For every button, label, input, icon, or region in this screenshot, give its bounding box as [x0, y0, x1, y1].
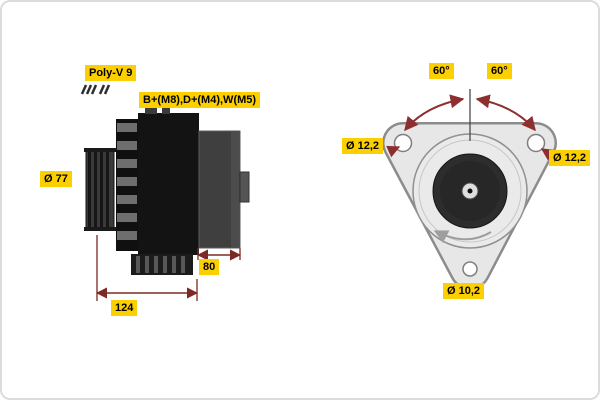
- front-fins: [116, 119, 138, 251]
- rear-housing: [198, 130, 250, 249]
- label-dim-124: 124: [111, 300, 138, 316]
- pulley: [84, 148, 116, 231]
- angle-arc-right: [475, 94, 536, 132]
- label-hole-bottom: Ø 10,2: [443, 283, 485, 299]
- label-angle-right: 60°: [487, 63, 512, 79]
- side-view: [80, 84, 250, 301]
- mounting-hole-bottom: [462, 261, 478, 277]
- dimension-length-124: [95, 235, 199, 301]
- poly-v-icon: [80, 84, 111, 95]
- mounting-hole-right: [526, 133, 546, 153]
- angle-arc-left: [404, 94, 465, 132]
- rear-connector: [239, 171, 250, 203]
- alternator-body: [138, 106, 199, 255]
- terminal-stud: [162, 108, 170, 114]
- dimension-rear-80: [196, 248, 242, 261]
- front-view: [382, 89, 557, 290]
- label-terminals: B+(M8),D+(M4),W(M5): [139, 92, 261, 108]
- label-angle-left: 60°: [429, 63, 454, 79]
- rotation-arrow: [433, 230, 492, 243]
- mounting-foot: [131, 254, 193, 275]
- terminal-stud: [145, 106, 157, 114]
- rotor: [432, 153, 508, 229]
- shaft-center: [467, 188, 473, 194]
- label-hole-right: Ø 12,2: [549, 150, 591, 166]
- label-dim-80: 80: [199, 259, 220, 275]
- mounting-hole-left: [393, 133, 413, 153]
- hole-pointer-left: [386, 145, 401, 158]
- label-pulley-diameter: Ø 77: [40, 171, 72, 187]
- label-hole-left: Ø 12,2: [342, 138, 384, 154]
- label-belt-type: Poly-V 9: [85, 65, 137, 81]
